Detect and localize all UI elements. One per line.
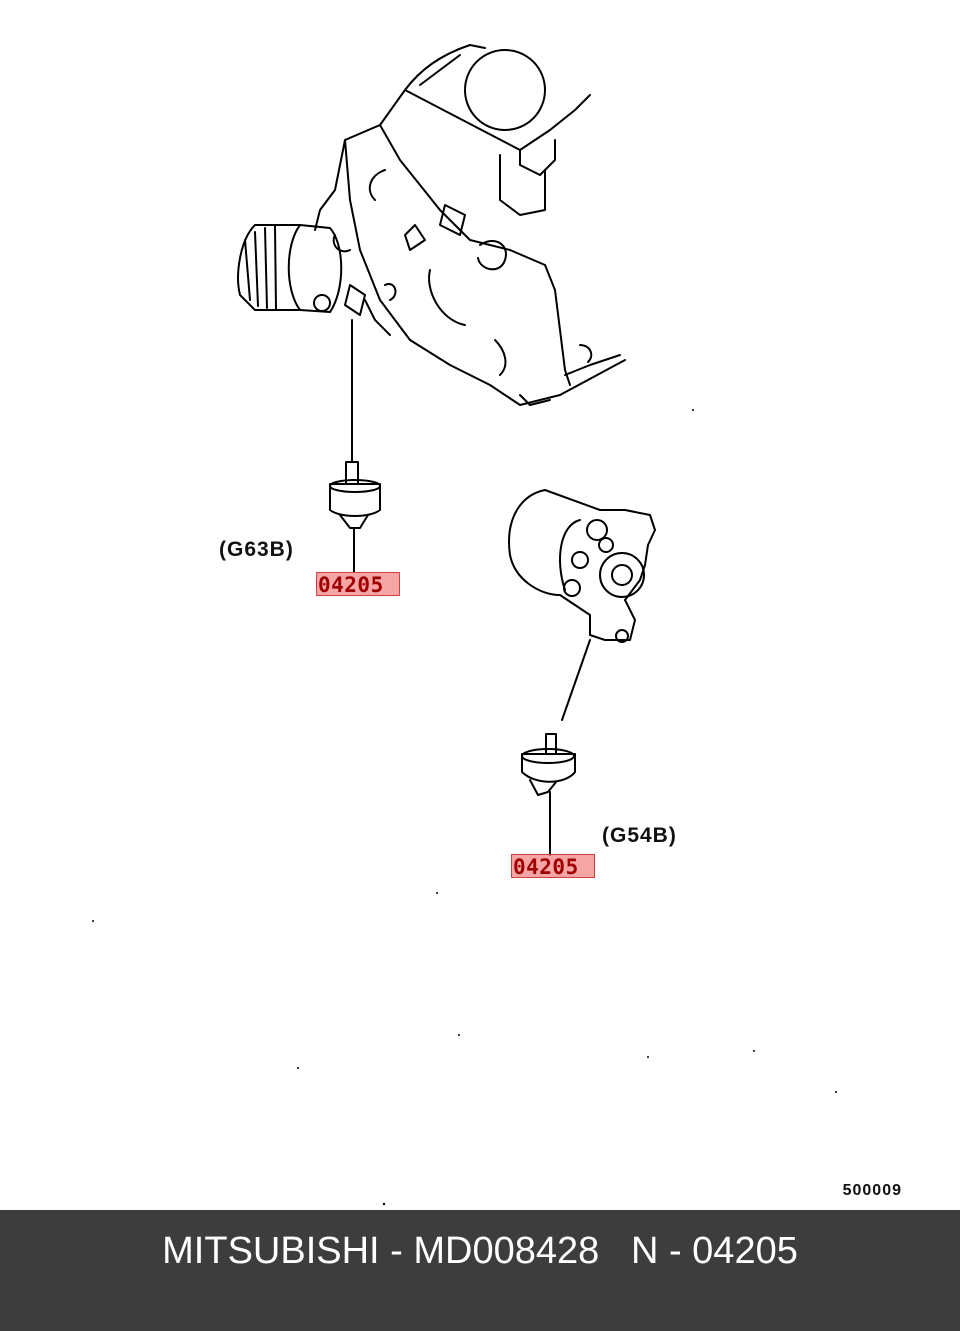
transmission-housing-drawing: [508, 489, 656, 643]
engine-block-drawing: [237, 44, 626, 406]
footer-part-info: MITSUBISHI - MD008428 N - 04205: [162, 1230, 798, 1272]
parts-diagram: [92, 44, 837, 1206]
part-callout-2[interactable]: 04205: [511, 854, 595, 879]
engine-mount-1-drawing: [329, 461, 381, 573]
leader-line-2: [561, 639, 591, 721]
footer-bar: MITSUBISHI - MD008428 N - 04205: [0, 1210, 960, 1331]
part-callout-1[interactable]: 04205: [316, 572, 400, 597]
diagram-code: 500009: [842, 1182, 902, 1199]
engine-label-g54b: (G54B): [602, 824, 677, 847]
engine-mount-2-drawing: [521, 733, 576, 856]
engine-label-g63b: (G63B): [219, 538, 294, 561]
